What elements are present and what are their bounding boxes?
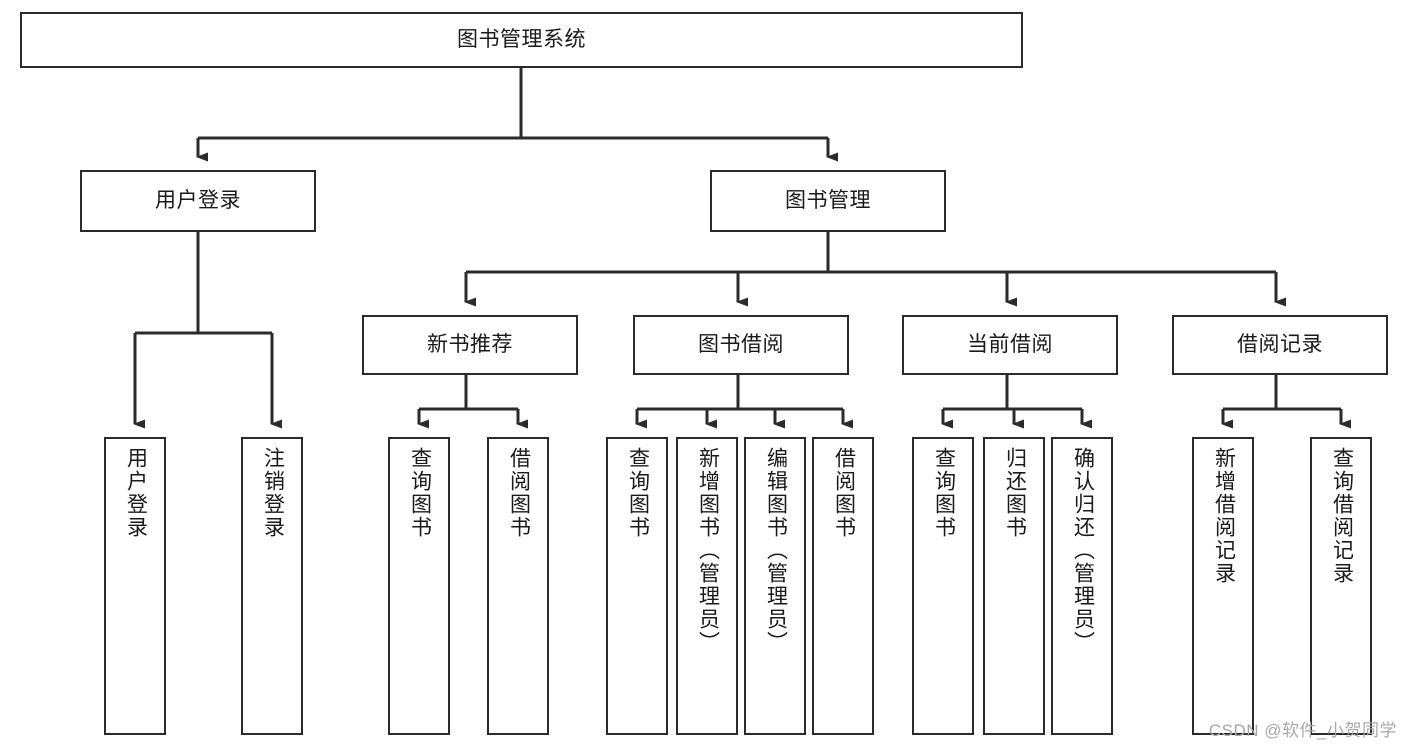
- leaf-borrow-edit[interactable]: 编辑图书（管理员）: [744, 437, 806, 735]
- node-root[interactable]: 图书管理系统: [20, 12, 1023, 68]
- node-new-book-rec-label: 新书推荐: [427, 332, 513, 356]
- leaf-borrow-query[interactable]: 查询图书: [606, 437, 668, 735]
- leaf-rec-query-label: 查询图书: [408, 447, 432, 539]
- leaf-user-logout[interactable]: 注销登录: [241, 437, 303, 735]
- connector-lines: [133, 68, 1351, 429]
- leaf-borrow-add[interactable]: 新增图书（管理员）: [676, 437, 738, 735]
- node-book-borrow[interactable]: 图书借阅: [633, 315, 849, 375]
- watermark-text: CSDN @软件_小贺同学: [1208, 721, 1397, 740]
- leaf-user-login[interactable]: 用户登录: [104, 437, 166, 735]
- leaf-cur-confirm[interactable]: 确认归还（管理员）: [1051, 437, 1113, 735]
- node-current-borrow[interactable]: 当前借阅: [902, 315, 1118, 375]
- node-book-manage-label: 图书管理: [785, 188, 871, 212]
- node-user-login-label: 用户登录: [155, 188, 241, 212]
- node-new-book-rec[interactable]: 新书推荐: [362, 315, 578, 375]
- leaf-rec-add-label: 新增借阅记录: [1212, 447, 1236, 585]
- leaf-user-login-label: 用户登录: [124, 447, 148, 539]
- leaf-borrow-edit-label: 编辑图书（管理员）: [764, 447, 788, 654]
- leaf-cur-return-label: 归还图书: [1003, 447, 1027, 539]
- leaf-cur-query-label: 查询图书: [932, 447, 956, 539]
- leaf-rec-borrow-label: 借阅图书: [507, 447, 531, 539]
- node-borrow-record[interactable]: 借阅记录: [1172, 315, 1388, 375]
- leaf-rec-search[interactable]: 查询借阅记录: [1310, 437, 1372, 735]
- node-book-manage[interactable]: 图书管理: [710, 170, 946, 232]
- node-book-borrow-label: 图书借阅: [698, 332, 784, 356]
- leaf-borrow-add-label: 新增图书（管理员）: [696, 447, 720, 654]
- leaf-cur-return[interactable]: 归还图书: [983, 437, 1045, 735]
- leaf-cur-query[interactable]: 查询图书: [912, 437, 974, 735]
- node-user-login[interactable]: 用户登录: [80, 170, 316, 232]
- node-borrow-record-label: 借阅记录: [1237, 332, 1323, 356]
- leaf-borrow-do[interactable]: 借阅图书: [812, 437, 874, 735]
- leaf-rec-query[interactable]: 查询图书: [388, 437, 450, 735]
- node-current-borrow-label: 当前借阅: [967, 332, 1053, 356]
- leaf-borrow-query-label: 查询图书: [626, 447, 650, 539]
- node-root-label: 图书管理系统: [457, 27, 586, 51]
- leaf-cur-confirm-label: 确认归还（管理员）: [1071, 447, 1095, 654]
- leaf-rec-add[interactable]: 新增借阅记录: [1192, 437, 1254, 735]
- leaf-borrow-do-label: 借阅图书: [832, 447, 856, 539]
- leaf-user-logout-label: 注销登录: [261, 447, 285, 539]
- leaf-rec-borrow[interactable]: 借阅图书: [487, 437, 549, 735]
- leaf-rec-search-label: 查询借阅记录: [1330, 447, 1354, 585]
